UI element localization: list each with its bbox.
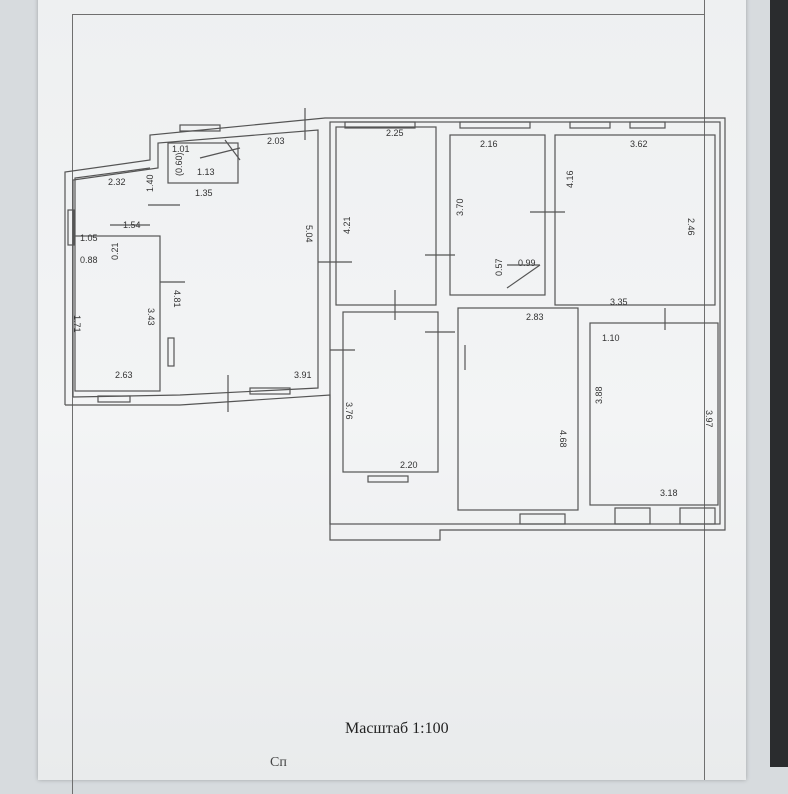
drawing-frame [72, 14, 723, 794]
dim-label: 4.21 [342, 216, 352, 234]
dim-label: 2.16 [480, 139, 498, 149]
dim-label: 3.35 [610, 297, 628, 307]
dim-label: 1.71 [72, 315, 82, 333]
dim-label: 3.62 [630, 139, 648, 149]
dim-label: 3.88 [594, 386, 604, 404]
dim-label: (0.60) [174, 152, 184, 176]
dim-label: 3.97 [704, 410, 714, 428]
dim-label: 3.91 [294, 370, 312, 380]
dim-label: 1.13 [197, 167, 215, 177]
dim-label: 5.04 [304, 225, 314, 243]
dim-label: 2.46 [686, 218, 696, 236]
dim-label: 2.83 [526, 312, 544, 322]
dim-label: 4.16 [565, 170, 575, 188]
dim-label: 2.25 [386, 128, 404, 138]
dim-label: 0.99 [518, 258, 536, 268]
dim-label: 3.76 [344, 402, 354, 420]
floor-plan: 1.01 (0.60) 1.13 1.35 2.03 2.32 1.40 1.5… [64, 108, 726, 541]
dim-label: 4.81 [172, 290, 182, 308]
dark-edge [770, 0, 788, 767]
dim-label: 1.10 [602, 333, 620, 343]
dim-label: 1.54 [123, 220, 141, 230]
dim-label: 1.05 [80, 233, 98, 243]
dim-label: 1.35 [195, 188, 213, 198]
dim-label: 1.40 [145, 174, 155, 192]
dim-label: 2.03 [267, 136, 285, 146]
dim-label: 2.63 [115, 370, 133, 380]
paper-sheet [38, 0, 746, 780]
dim-label: 1.01 [172, 144, 190, 154]
dim-label: 2.32 [108, 177, 126, 187]
bottom-text-fragment: Сп [270, 755, 287, 770]
frame-right-line [704, 0, 705, 780]
dim-label: 0.21 [110, 242, 120, 260]
dim-label: 0.57 [494, 258, 504, 276]
scale-label: Масштаб 1:100 [345, 720, 449, 737]
dim-label: 4.68 [558, 430, 568, 448]
dim-label: 0.88 [80, 255, 98, 265]
wall-lines [64, 108, 726, 541]
frame-top-line [72, 0, 704, 15]
dim-label: 2.20 [400, 460, 418, 470]
dim-label: 3.70 [455, 198, 465, 216]
dim-label: 3.18 [660, 488, 678, 498]
dim-label: 3.43 [146, 308, 156, 326]
